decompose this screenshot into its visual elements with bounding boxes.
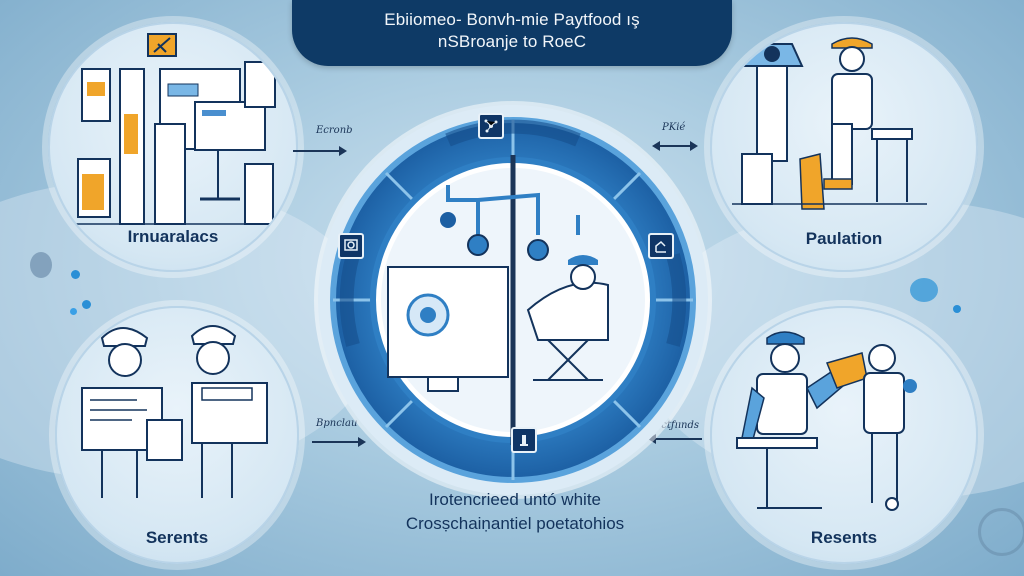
title-line-2: nSBroanje to RoeC bbox=[437, 32, 587, 51]
lab-equipment-icon bbox=[70, 33, 276, 225]
splash-blob bbox=[910, 278, 938, 302]
diagram-caption: Irotencrieed untó white Crosṣchaiṇant… bbox=[330, 488, 700, 536]
arrow-right-icon bbox=[293, 146, 347, 156]
splash-blob bbox=[30, 252, 52, 278]
worker-at-machine-icon bbox=[732, 37, 927, 210]
panel-bottom-right: Resents bbox=[710, 306, 978, 564]
panel-label-top-right: Paulation bbox=[805, 229, 883, 248]
title-banner: Ebiiomeo‐ Bonvh-mie Paytfood ış nSBroanj… bbox=[292, 0, 732, 66]
caption-line-2: Crosṣchaiṇantiel poetatohios bbox=[405, 514, 625, 533]
panel-label-bottom-left: Serents bbox=[145, 528, 209, 547]
splash-dot bbox=[82, 300, 91, 309]
logo-watermark-icon bbox=[978, 508, 1024, 556]
students-at-desks-icon bbox=[81, 325, 268, 498]
segmented-ring bbox=[330, 117, 696, 483]
panel-top-right: Paulation bbox=[710, 22, 978, 272]
title-line-1: Ebiiomeo‐ Bonvh-mie Paytfood ış bbox=[384, 10, 640, 29]
panel-bottom-left: Serents bbox=[55, 306, 299, 564]
network-icon bbox=[478, 113, 504, 139]
connector-note-top-right: PKié bbox=[662, 122, 686, 133]
arrow-right-icon bbox=[312, 437, 366, 447]
panel-label-bottom-right: Resents bbox=[810, 528, 878, 547]
seated-people-icon bbox=[736, 331, 917, 511]
robot-arm-icon bbox=[648, 233, 674, 259]
panel-top-left: Irnuaralacs bbox=[48, 22, 298, 272]
connector-note-top-left: Ecronb bbox=[316, 125, 353, 136]
monitor-icon bbox=[338, 233, 364, 259]
connector-note-bottom-left: Bpnclau bbox=[316, 418, 358, 429]
splash-dot bbox=[953, 305, 961, 313]
panel-label-top-left: Irnuaralacs bbox=[127, 227, 219, 246]
connector-note-bottom-right: Ectƒıınds bbox=[654, 420, 699, 431]
center-cycle-diagram bbox=[318, 105, 708, 495]
caption-line-1: Irotencrieed untó white bbox=[429, 490, 601, 509]
arrow-both-icon bbox=[652, 141, 698, 151]
arrow-left-icon bbox=[648, 434, 702, 444]
splash-dot bbox=[71, 270, 80, 279]
tower-icon bbox=[511, 427, 537, 453]
splash-dot bbox=[70, 308, 77, 315]
